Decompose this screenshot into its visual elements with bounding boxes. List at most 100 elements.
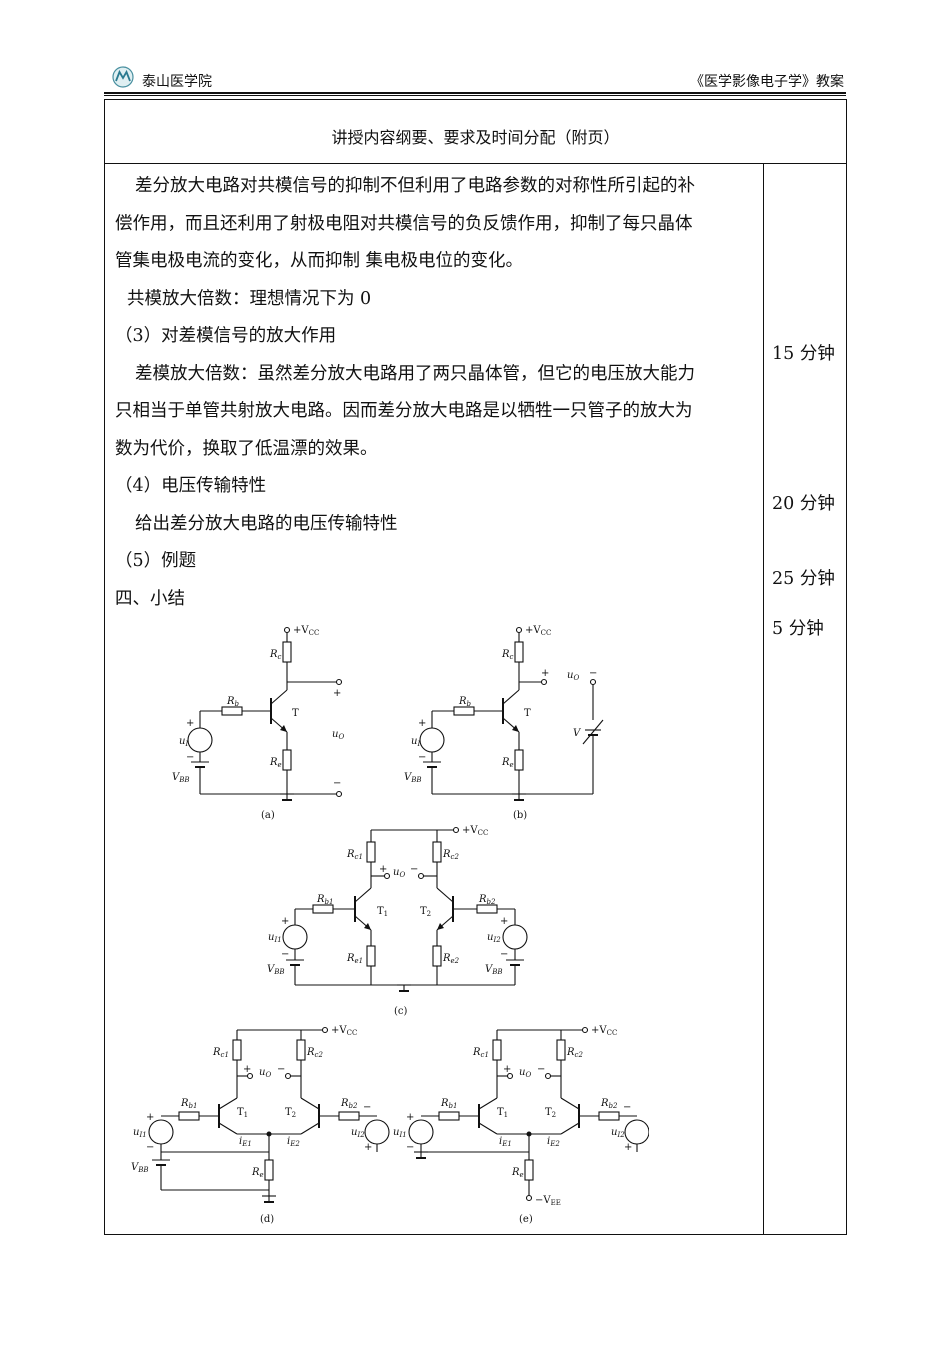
svg-text:T1: T1 [497, 1107, 508, 1119]
school-logo-icon [112, 66, 134, 88]
svg-text:uI1: uI1 [268, 932, 282, 944]
svg-text:Rc2: Rc2 [442, 849, 459, 861]
svg-text:+: + [541, 668, 549, 679]
svg-text:Rb1: Rb1 [180, 1098, 197, 1110]
svg-text:+: + [281, 916, 289, 927]
svg-text:T2: T2 [545, 1107, 556, 1119]
svg-text:Rc2: Rc2 [566, 1047, 583, 1059]
svg-text:Rb: Rb [226, 696, 240, 708]
svg-text:Rc1: Rc1 [212, 1047, 229, 1059]
svg-text:Rb1: Rb1 [316, 894, 333, 906]
svg-text:uI1: uI1 [133, 1127, 147, 1139]
page-header: 泰山医学院 《医学影像电子学》教案 [112, 66, 844, 94]
svg-text:+: + [186, 718, 194, 729]
svg-text:iE2: iE2 [287, 1136, 300, 1148]
svg-text:−: − [146, 1142, 154, 1153]
svg-text:−: − [406, 1142, 414, 1153]
svg-text:−: − [333, 778, 341, 789]
svg-text:−: − [186, 752, 194, 763]
svg-text:(e): (e) [519, 1214, 533, 1225]
svg-text:+: + [379, 864, 387, 875]
differential-amplifier-circuits-figure: +VCC Rc Re Rb T uI + − VBB + − uO (a) [131, 625, 649, 1225]
svg-text:+: + [406, 1112, 414, 1123]
svg-text:Rc2: Rc2 [306, 1047, 323, 1059]
svg-text:T: T [292, 708, 299, 719]
svg-text:V: V [573, 728, 582, 739]
svg-text:Rb1: Rb1 [440, 1098, 457, 1110]
school-name: 泰山医学院 [142, 74, 212, 90]
svg-text:iE2: iE2 [547, 1136, 560, 1148]
svg-text:Rb2: Rb2 [478, 894, 496, 906]
svg-text:Re: Re [251, 1167, 264, 1179]
svg-text:+: + [333, 688, 341, 699]
paragraph-line: 共模放大倍数：理想情况下为 0 [127, 288, 372, 309]
section-heading: 四、小结 [115, 588, 185, 609]
svg-text:uO: uO [519, 1067, 531, 1079]
svg-text:Rb2: Rb2 [600, 1098, 618, 1110]
svg-text:uI: uI [179, 736, 188, 748]
svg-text:Re: Re [269, 757, 282, 769]
paragraph-line: 偿作用，而且还利用了射极电阻对共模信号的负反馈作用，抑制了每只晶体 [115, 213, 693, 234]
svg-text:uO: uO [393, 867, 405, 879]
svg-text:Rb: Rb [458, 696, 472, 708]
svg-text:−: − [281, 949, 289, 960]
svg-text:uO: uO [259, 1067, 271, 1079]
header-rule [104, 92, 846, 94]
svg-text:T2: T2 [285, 1107, 296, 1119]
svg-text:+: + [624, 1142, 632, 1153]
time-allocation: 5 分钟 [772, 619, 824, 639]
svg-text:T: T [524, 708, 531, 719]
svg-text:uI2: uI2 [487, 932, 501, 944]
svg-text:VBB: VBB [404, 772, 422, 784]
svg-text:−: − [363, 1102, 371, 1113]
svg-text:+: + [243, 1064, 251, 1075]
svg-text:+: + [500, 916, 508, 927]
svg-text:Re2: Re2 [442, 953, 460, 965]
svg-text:+: + [503, 1064, 511, 1075]
svg-text:+VCC: +VCC [293, 625, 319, 637]
circuit-d: +VCC Rc1 Rc2 + uO − T1 T2 iE1 iE2 Re Rb1… [131, 1025, 390, 1225]
section-heading: （4）电压传输特性 [115, 476, 267, 496]
svg-text:+VCC: +VCC [331, 1025, 357, 1037]
svg-text:−: − [410, 864, 418, 875]
svg-text:−: − [537, 1064, 545, 1075]
time-allocation: 20 分钟 [772, 494, 835, 514]
lecture-table: 讲授内容纲要、要求及时间分配（附页） 差分放大电路对共模信号的抑制不但利用了电路… [104, 99, 847, 1235]
svg-text:VBB: VBB [131, 1162, 149, 1174]
time-allocation: 15 分钟 [772, 344, 835, 364]
svg-text:VBB: VBB [485, 964, 503, 976]
column-divider [763, 163, 764, 1234]
paragraph-line: 差模放大倍数：虽然差分放大电路用了两只晶体管，但它的电压放大能力 [135, 363, 695, 384]
paragraph-line: 只相当于单管共射放大电路。因而差分放大电路是以牺牲一只管子的放大为 [115, 401, 693, 421]
svg-text:+VCC: +VCC [525, 625, 551, 637]
section-heading: （3）对差模信号的放大作用 [115, 326, 337, 346]
table-title-row: 讲授内容纲要、要求及时间分配（附页） [105, 100, 846, 164]
svg-text:(d): (d) [260, 1214, 274, 1225]
svg-text:uI1: uI1 [393, 1127, 407, 1139]
time-allocation: 25 分钟 [772, 569, 835, 589]
svg-text:Re: Re [511, 1167, 524, 1179]
circuit-c: +VCC Rc1 Rc2 + uO − T1 T2 Re1 Re2 Rb1 Rb… [267, 825, 528, 1017]
circuit-e: +VCC Rc1 Rc2 + uO − T1 T2 iE1 iE2 Re −VE… [393, 1025, 649, 1225]
svg-text:+: + [146, 1112, 154, 1123]
section-heading: （5）例题 [115, 551, 197, 571]
svg-text:(b): (b) [513, 810, 527, 821]
lecture-content: 差分放大电路对共模信号的抑制不但利用了电路参数的对称性所引起的补 偿作用，而且还… [115, 168, 755, 618]
svg-text:iE1: iE1 [499, 1136, 512, 1148]
svg-text:−: − [589, 668, 597, 679]
svg-text:uO: uO [567, 670, 579, 682]
svg-text:T1: T1 [377, 906, 388, 918]
circuit-b: +VCC Rc Re Rb T uI + − VBB + uO − V (b) [404, 625, 604, 821]
svg-text:Rc1: Rc1 [472, 1047, 489, 1059]
course-title: 《医学影像电子学》教案 [690, 74, 844, 90]
svg-text:VBB: VBB [172, 772, 190, 784]
svg-text:uI: uI [411, 736, 420, 748]
svg-text:Rc: Rc [269, 649, 282, 661]
svg-text:Rc: Rc [501, 649, 514, 661]
svg-text:−: − [418, 752, 426, 763]
svg-text:uO: uO [332, 729, 344, 741]
svg-text:VBB: VBB [267, 964, 285, 976]
paragraph-line: 差分放大电路对共模信号的抑制不但利用了电路参数的对称性所引起的补 [135, 176, 695, 196]
svg-text:+VCC: +VCC [591, 1025, 617, 1037]
paragraph-line: 数为代价，换取了低温漂的效果。 [115, 438, 378, 459]
